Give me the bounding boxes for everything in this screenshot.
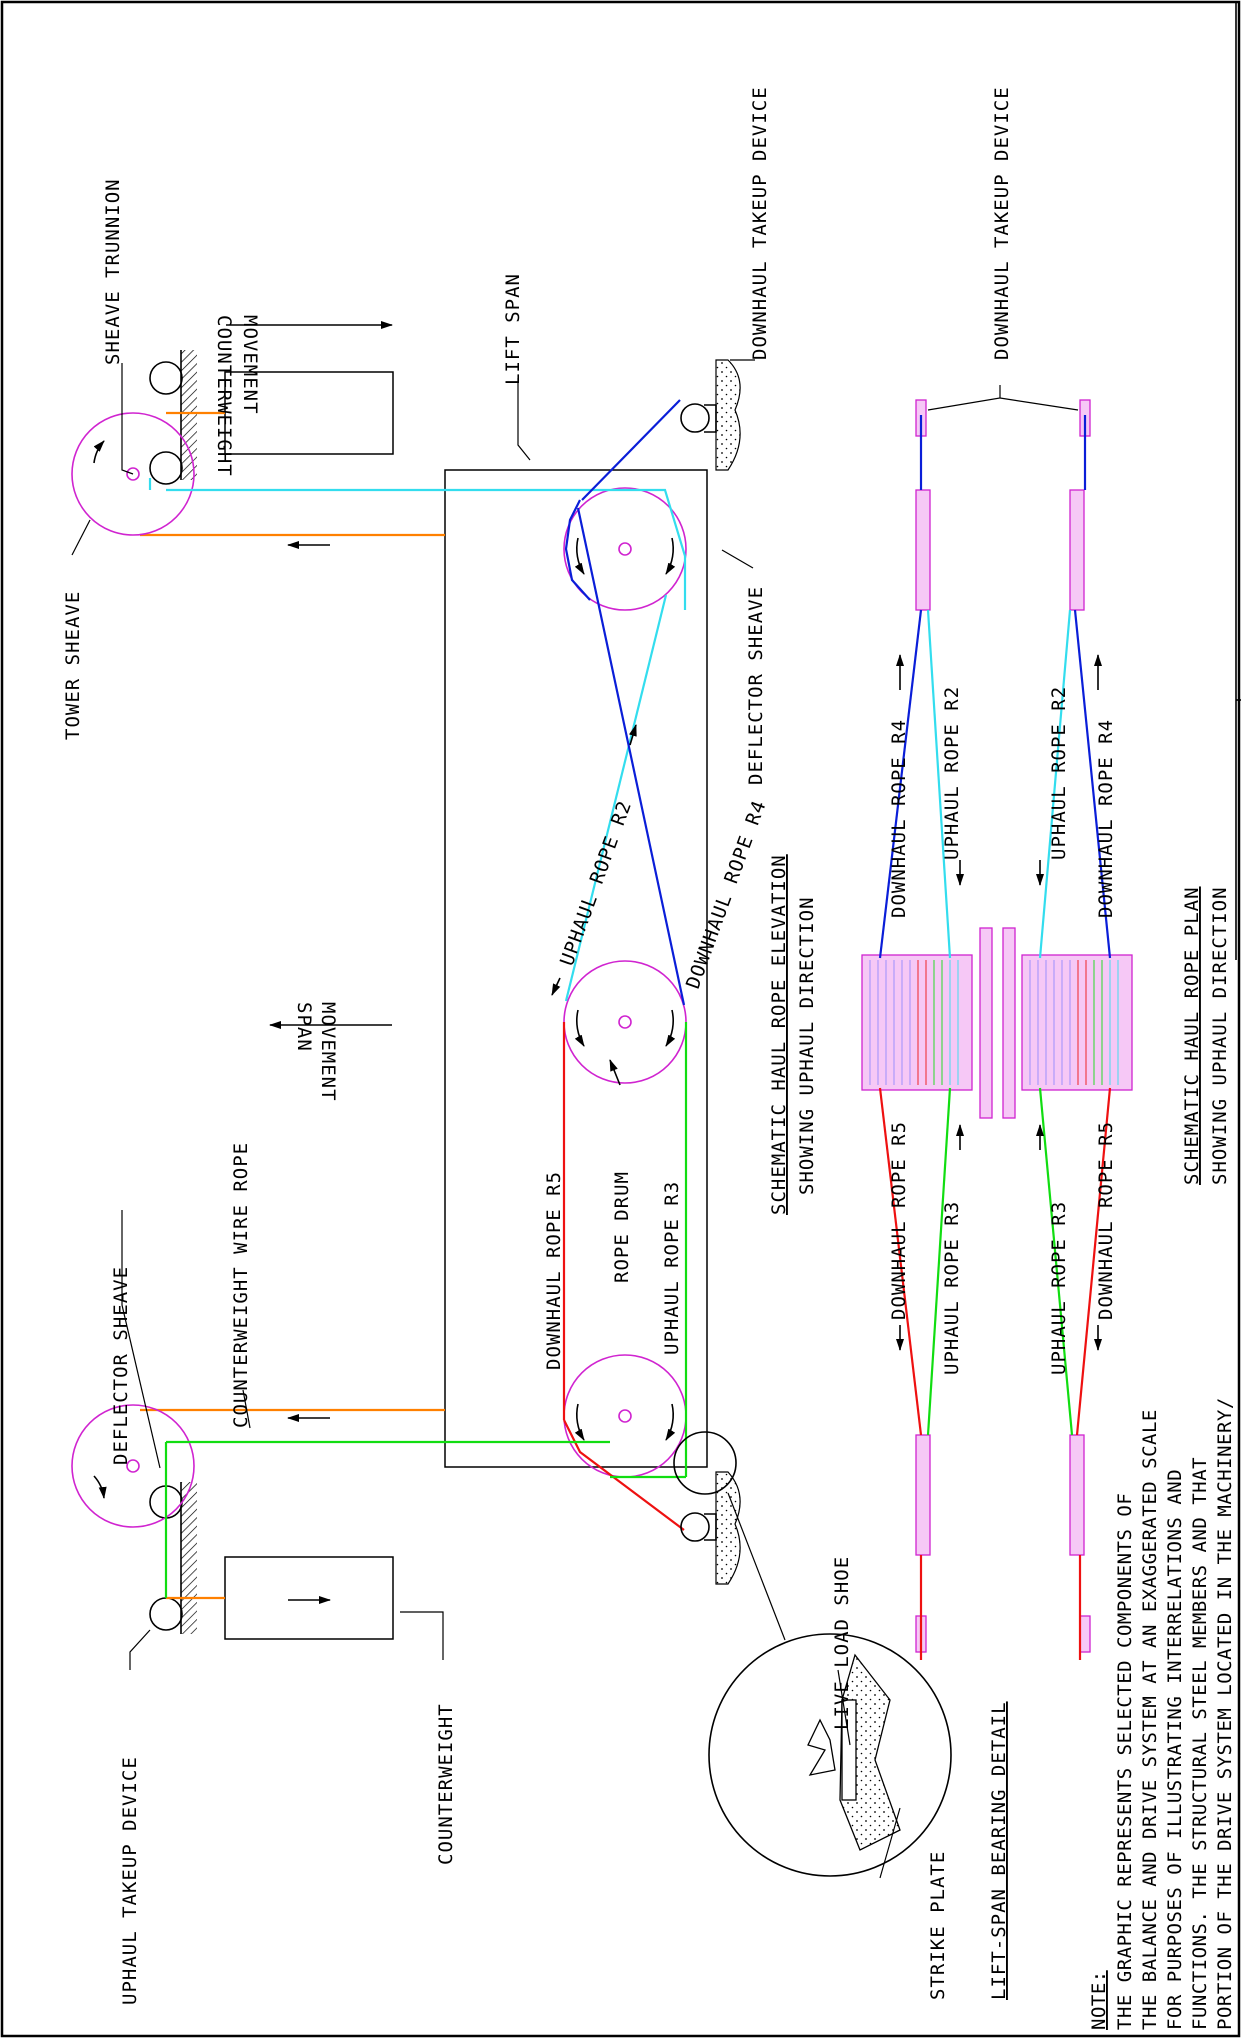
deflector-sheave-elev-top [563, 487, 687, 611]
span-movement-label-1: SPAN [293, 1002, 315, 1052]
note-line-5: PORTION OF THE DRIVE SYSTEM LOCATED IN T… [1214, 1397, 1236, 2030]
strike-plate-label: STRIKE PLATE [927, 1851, 949, 2000]
rope-drum-label: ROPE DRUM [611, 1171, 633, 1283]
counterweight-bottom [224, 1556, 394, 1640]
note-line-2: THE BALANCE AND DRIVE SYSTEM AT AN EXAGG… [1139, 1409, 1161, 2030]
trunnion-hatch-bottom [181, 1482, 197, 1634]
counterweight-wire-rope-label: COUNTERWEIGHT WIRE ROPE [230, 1142, 252, 1428]
plan-uphaul-r3-bottom: UPHAUL ROPE R3 [1048, 1201, 1070, 1375]
bearing-detail-circle [708, 1633, 952, 1877]
note-line-1: THE GRAPHIC REPRESENTS SELECTED COMPONEN… [1114, 1493, 1136, 2030]
uphaul-r2-elev-label: UPHAUL ROPE R2 [556, 798, 636, 969]
downhaul-takeup-plan-label: DOWNHAUL TAKEUP DEVICE [991, 86, 1013, 360]
counterweight-movement-label-1: COUNTERWEIGHT [213, 315, 235, 477]
tower-sheave-top [71, 412, 195, 536]
bearing-callout-small [673, 1431, 737, 1495]
elevation-title-2: SHOWING UPHAUL DIRECTION [796, 896, 818, 1195]
deflector-sheave-right-label: DEFLECTOR SHEAVE [745, 586, 767, 785]
deflector-sheave-left-label: DEFLECTOR SHEAVE [110, 1266, 132, 1465]
plan-title-1: SCHEMATIC HAUL ROPE PLAN [1181, 886, 1203, 1185]
note-heading: NOTE: [1088, 1970, 1110, 2030]
trunnion-roller-top-1 [149, 361, 183, 395]
sheave-trunnion-label: SHEAVE TRUNNION [102, 178, 124, 365]
downhaul-r5-elev-label: DOWNHAUL ROPE R5 [543, 1171, 565, 1370]
elevation-title-1: SCHEMATIC HAUL ROPE ELEVATION [768, 854, 790, 1215]
counterweight-movement-label-2: MOVEMENT [239, 315, 261, 415]
plan-rope-drum-bottom [1021, 954, 1133, 1091]
lift-span-label: LIFT SPAN [502, 273, 524, 385]
deflector-sheave-elev-bottom [563, 1354, 687, 1478]
plan-uphaul-r3-top: UPHAUL ROPE R3 [941, 1201, 963, 1375]
rope-drum-elev [563, 960, 687, 1084]
plan-downhaul-r4-top: DOWNHAUL ROPE R4 [888, 719, 910, 918]
plan-title-2: SHOWING UPHAUL DIRECTION [1209, 886, 1231, 1185]
note-line-3: FOR PURPOSES OF ILLUSTRATING INTERRELATI… [1164, 1469, 1186, 2030]
plan-rope-drum-top [861, 954, 973, 1091]
downhaul-r4-elev-label: DOWNHAUL ROPE R4 [682, 797, 771, 992]
plan-downhaul-r4-bottom: DOWNHAUL ROPE R4 [1095, 719, 1117, 918]
plan-uphaul-r2-bottom: UPHAUL ROPE R2 [1048, 686, 1070, 860]
plan-downhaul-r5-bottom: DOWNHAUL ROPE R5 [1095, 1121, 1117, 1320]
downhaul-takeup-elev-label: DOWNHAUL TAKEUP DEVICE [749, 86, 771, 360]
leader-lines [71, 359, 901, 1879]
plan-uphaul-r2-top: UPHAUL ROPE R2 [941, 686, 963, 860]
span-movement-label-2: MOVEMENT [317, 1002, 339, 1102]
takeup-roller-2 [149, 1597, 183, 1631]
downhaul-takeup-ground-top [715, 359, 741, 471]
counterweight-wire-ropes [140, 411, 445, 1600]
tower-sheave-bottom [71, 1404, 195, 1528]
trunnion-hatch-top [181, 350, 197, 480]
note-line-4: FUNCTIONS. THE STRUCTURAL STEEL MEMBERS … [1189, 1457, 1211, 2030]
counterweight-label: COUNTERWEIGHT [435, 1703, 457, 1865]
tower-sheave-label: TOWER SHEAVE [62, 591, 84, 740]
trunnion-roller-top-2 [149, 451, 183, 485]
haul-ropes-elevation [148, 399, 688, 1598]
live-load-shoe-label: LIVE LOAD SHOE [831, 1556, 853, 1730]
uphaul-r3-elev-label: UPHAUL ROPE R3 [661, 1181, 683, 1355]
uphaul-takeup-device-label: UPHAUL TAKEUP DEVICE [119, 1756, 141, 2005]
plan-downhaul-r5-top: DOWNHAUL ROPE R5 [888, 1121, 910, 1320]
plan-view [861, 385, 1133, 1660]
bearing-detail-title: LIFT-SPAN BEARING DETAIL [988, 1701, 1010, 2000]
lift-span-box [444, 469, 708, 1468]
